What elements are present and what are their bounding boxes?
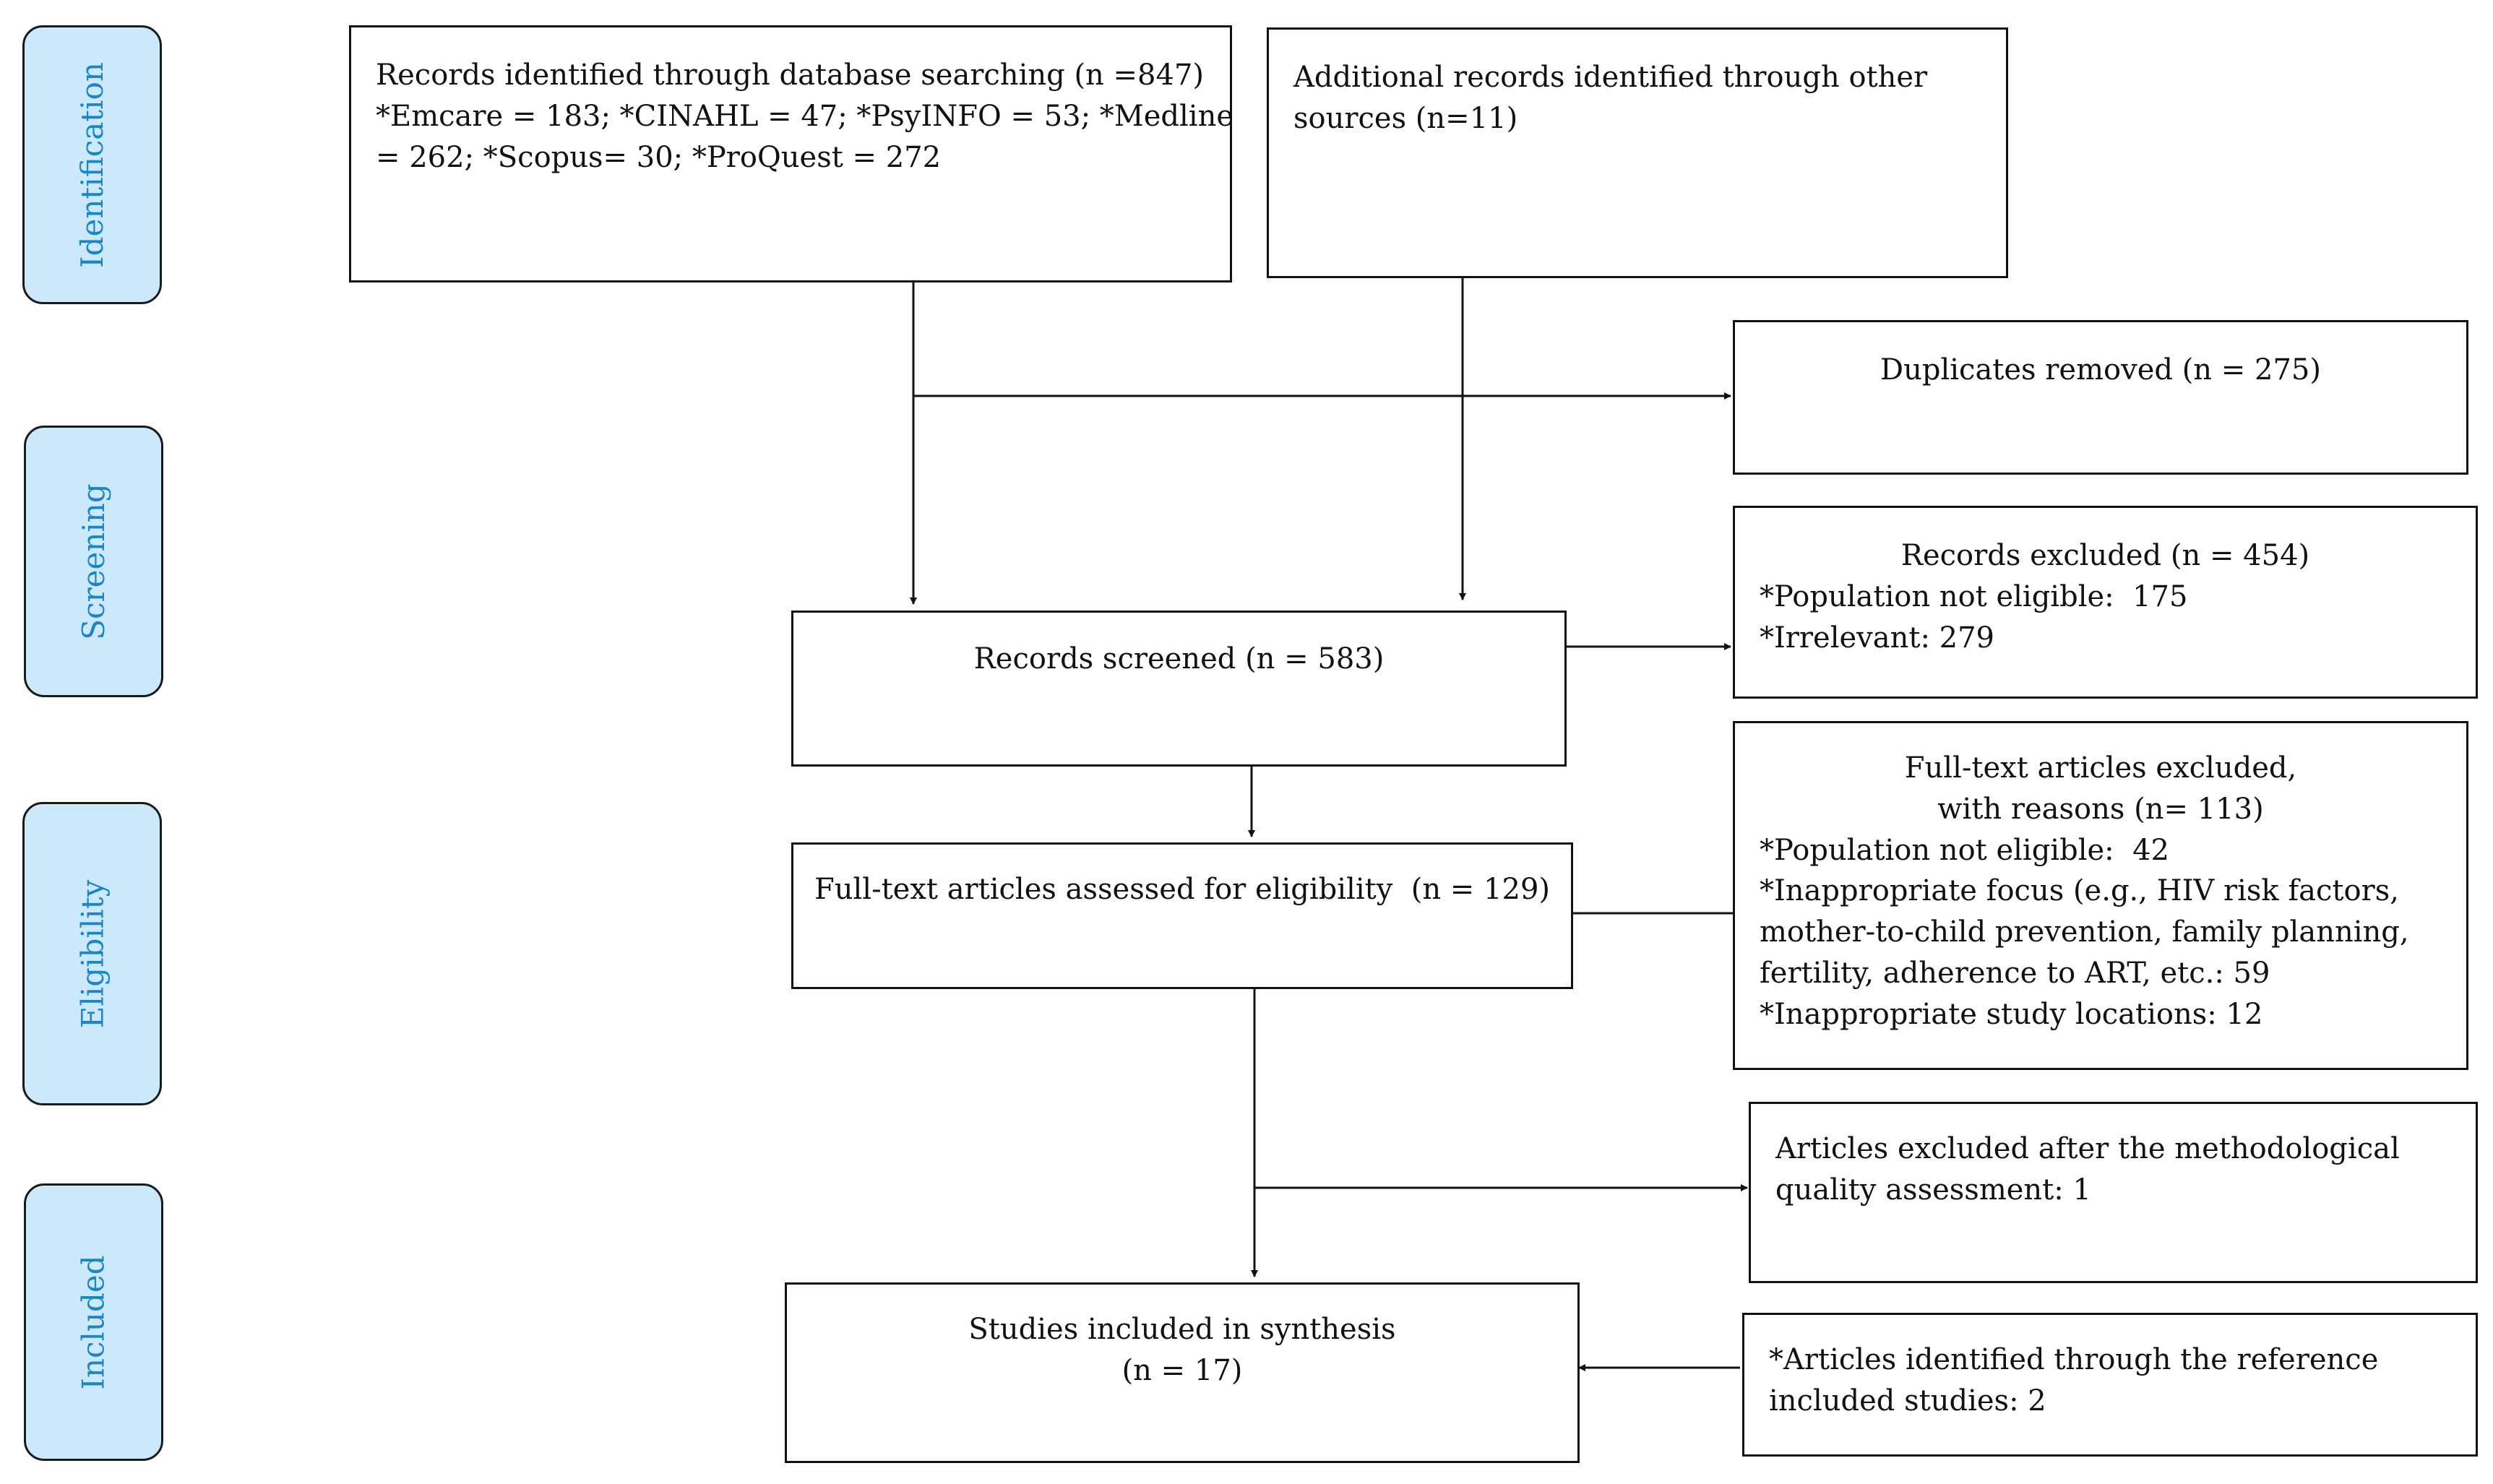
fulltext-excluded-title-2: with reasons (n= 113) [1937, 792, 2264, 826]
fulltext-excluded-line-3: *Population not eligible: 42 [1760, 833, 2169, 867]
database-search-box: Records identified through database sear… [349, 25, 1234, 282]
other-sources-box: Additional records identified through ot… [1267, 27, 2008, 278]
database-search-line-1: Records identified through database sear… [376, 59, 1204, 92]
fulltext-excluded-line-6: fertility, adherence to ART, etc.: 59 [1760, 956, 2270, 990]
fulltext-excluded-line-5: mother-to-child prevention, family plann… [1760, 915, 2409, 949]
fulltext-assessed-label: Full-text articles assessed for eligibil… [814, 873, 1550, 906]
duplicates-removed-box: Duplicates removed (n = 275) [1733, 320, 2468, 475]
quality-excluded-line-2: quality assessment: 1 [1775, 1173, 2091, 1207]
records-excluded-box: Records excluded (n = 454) *Population n… [1733, 506, 2478, 699]
studies-included-box: Studies included in synthesis (n = 17) [785, 1282, 1580, 1463]
records-excluded-line-2: *Population not eligible: 175 [1760, 579, 2188, 613]
fulltext-assessed-box: Full-text articles assessed for eligibil… [791, 842, 1573, 989]
other-sources-line-2: sources (n=11) [1293, 101, 1518, 135]
database-search-line-2: *Emcare = 183; *CINAHL = 47; *PsyINFO = … [376, 99, 1234, 133]
studies-included-line-2: (n = 17) [1121, 1353, 1243, 1387]
other-sources-line-1: Additional records identified through ot… [1293, 61, 1928, 94]
fulltext-excluded-line-4: *Inappropriate focus (e.g., HIV risk fac… [1760, 874, 2399, 908]
reference-identified-line-1: *Articles identified through the referen… [1769, 1343, 2379, 1376]
studies-included-line-1: Studies included in synthesis [968, 1313, 1396, 1346]
fulltext-excluded-box: Full-text articles excluded, with reason… [1733, 721, 2468, 1070]
fulltext-excluded-line-7: *Inappropriate study locations: 12 [1760, 997, 2263, 1031]
reference-identified-box: *Articles identified through the referen… [1742, 1313, 2478, 1457]
reference-identified-line-2: included studies: 2 [1769, 1384, 2046, 1418]
duplicates-removed-label: Duplicates removed (n = 275) [1880, 353, 2321, 387]
phase-screening: Screening [24, 426, 163, 697]
fulltext-excluded-title-1: Full-text articles excluded, [1904, 751, 2297, 785]
phase-included: Included [24, 1183, 163, 1461]
records-excluded-title: Records excluded (n = 454) [1900, 539, 2310, 572]
phase-eligibility: Eligibility [22, 802, 162, 1105]
records-excluded-line-3: *Irrelevant: 279 [1760, 621, 1994, 655]
records-screened-box: Records screened (n = 583) [791, 611, 1567, 767]
quality-excluded-box: Articles excluded after the methodologic… [1749, 1102, 2478, 1283]
phase-identification: Identification [22, 25, 162, 304]
database-search-line-3: = 262; *Scopus= 30; *ProQuest = 272 [376, 140, 942, 174]
quality-excluded-line-1: Articles excluded after the methodologic… [1775, 1132, 2400, 1165]
records-screened-label: Records screened (n = 583) [973, 642, 1385, 676]
